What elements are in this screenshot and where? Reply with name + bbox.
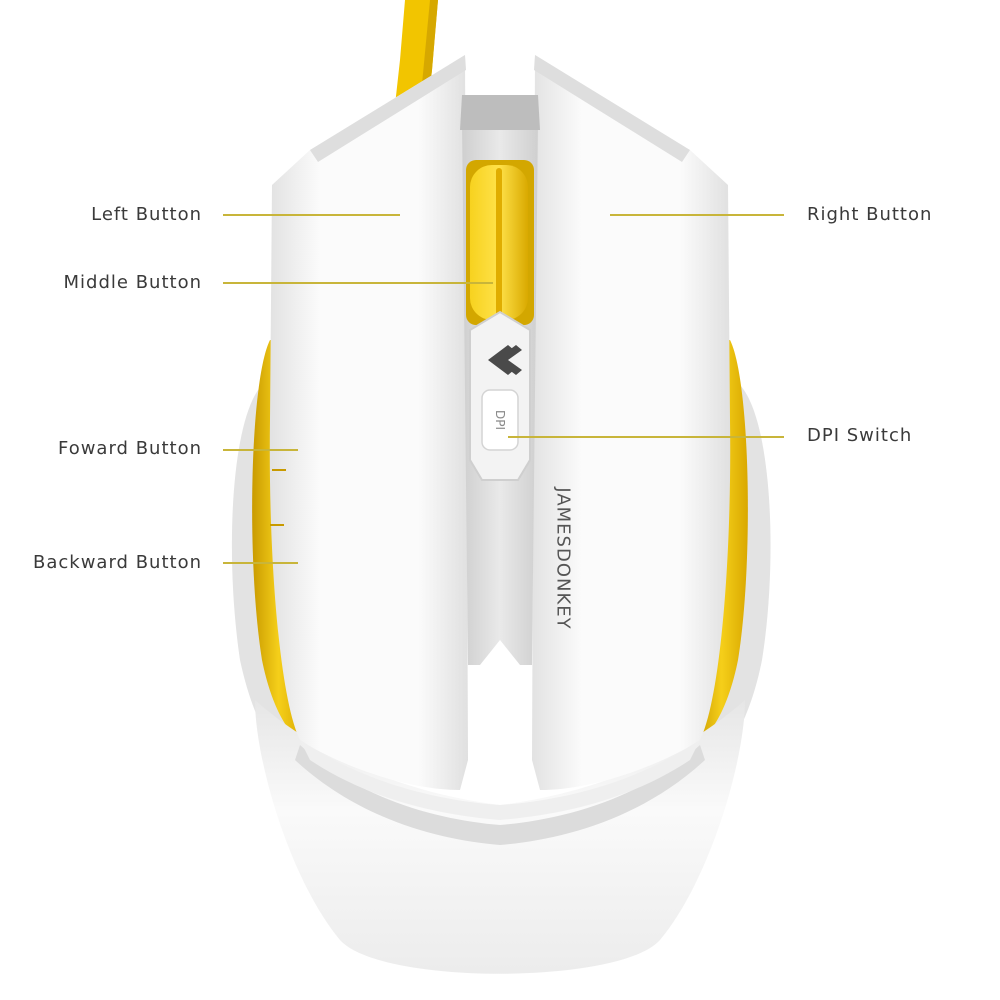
right-button-edge <box>534 55 690 162</box>
palm-rest-edge <box>295 745 705 845</box>
left-button-label: Left Button <box>91 204 202 225</box>
brand-text: JAMESDONKEY <box>552 487 574 630</box>
scroll-wheel-groove <box>496 168 502 318</box>
dpi-switch-callout-line <box>508 436 784 438</box>
dpi-switch-label: DPI Switch <box>807 425 913 446</box>
dpi-chevron-2 <box>496 345 522 375</box>
brand-wordmark: JAMESDONKEY <box>548 478 578 648</box>
forward-button-callout-line <box>223 449 298 451</box>
dpi-badge-text: DPI <box>493 409 507 430</box>
side-button-seam <box>270 469 286 526</box>
dpi-badge <box>481 389 519 451</box>
left-button-edge <box>310 55 466 162</box>
forward-button-label: Foward Button <box>57 438 202 459</box>
middle-button-callout-line <box>223 282 493 284</box>
main-body <box>269 55 468 790</box>
backward-button-label: Backward Button <box>33 552 202 573</box>
backward-button-callout-line <box>223 562 298 564</box>
right-button-label: Right Button <box>807 204 933 225</box>
middle-button-label: Middle Button <box>63 272 202 293</box>
left-button-callout-line <box>223 214 400 216</box>
main-body-right <box>532 55 731 790</box>
center-groove-top <box>460 95 540 130</box>
cable-shade <box>420 0 438 105</box>
right-button-callout-line <box>610 214 784 216</box>
body-bottom-center <box>300 740 700 820</box>
